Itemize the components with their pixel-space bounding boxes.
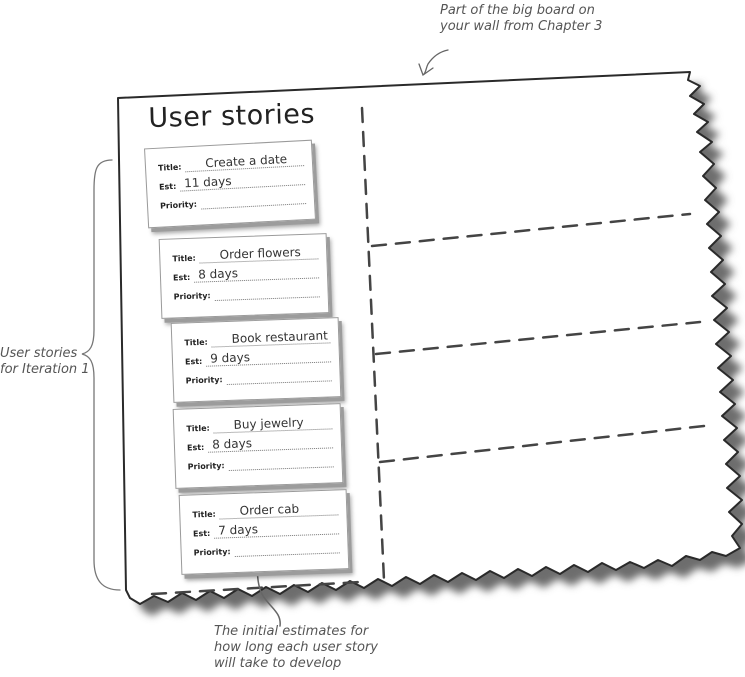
card-priority-row: Priority: — [193, 534, 340, 558]
iteration-note: User stories for Iteration 1 — [0, 346, 90, 378]
story-card[interactable]: Title: Buy jewelry Est: 8 days Priority: — [172, 403, 344, 489]
card-estimate: 8 days — [211, 436, 253, 452]
board-section-title: User stories — [148, 98, 316, 134]
priority-label: Priority: — [193, 547, 231, 558]
board-dividers — [150, 106, 706, 596]
card-estimate: 11 days — [183, 173, 232, 191]
estimates-note-line-2: how long each user story — [214, 640, 378, 655]
board-note: Part of the big board on your wall from … — [440, 3, 602, 35]
story-card[interactable]: Title: Order flowers Est: 8 days Priorit… — [158, 233, 330, 319]
priority-label: Priority: — [185, 375, 223, 386]
card-estimate: 7 days — [217, 522, 259, 538]
card-priority-row: Priority: — [185, 362, 332, 386]
story-card[interactable]: Title: Order cab Est: 7 days Priority: — [178, 489, 350, 575]
board-note-arrow — [423, 49, 449, 75]
priority-line — [234, 538, 340, 558]
priority-line — [228, 452, 334, 472]
estimates-note-line-1: The initial estimates for — [214, 624, 369, 639]
vertical-divider — [360, 106, 386, 582]
est-label: Est: — [172, 272, 191, 283]
card-title: Buy jewelry — [233, 415, 304, 432]
priority-line — [226, 366, 332, 386]
priority-label: Priority: — [173, 291, 211, 302]
horizontal-divider-1 — [370, 212, 692, 248]
priority-line — [200, 189, 307, 210]
est-label: Est: — [184, 356, 203, 367]
est-label: Est: — [192, 528, 211, 539]
horizontal-divider-3 — [378, 424, 706, 464]
priority-label: Priority: — [187, 461, 225, 472]
iteration-note-line-2: for Iteration 1 — [0, 362, 90, 377]
board-note-line-2: your wall from Chapter 3 — [440, 19, 603, 34]
card-title: Order flowers — [219, 245, 302, 262]
estimates-note-line-3: will take to develop — [214, 656, 342, 671]
card-estimate: 8 days — [197, 266, 239, 282]
horizontal-divider-2 — [374, 320, 702, 356]
est-label: Est: — [186, 442, 205, 453]
estimates-note: The initial estimates for how long each … — [214, 624, 378, 672]
board-note-arrowhead — [418, 63, 434, 77]
story-card[interactable]: Title: Create a date Est: 11 days Priori… — [144, 139, 316, 229]
card-title: Order cab — [239, 501, 300, 518]
iteration-brace — [81, 159, 121, 591]
story-card[interactable]: Title: Book restaurant Est: 9 days Prior… — [170, 317, 342, 403]
priority-label: Priority: — [159, 199, 198, 211]
iteration-note-line-1: User stories — [0, 346, 78, 361]
priority-line — [214, 282, 320, 302]
card-priority-row: Priority: — [187, 448, 334, 472]
card-priority-row: Priority: — [173, 278, 320, 302]
card-estimate: 9 days — [209, 350, 251, 366]
bottom-divider — [150, 580, 362, 596]
board-note-line-1: Part of the big board on — [440, 3, 595, 18]
